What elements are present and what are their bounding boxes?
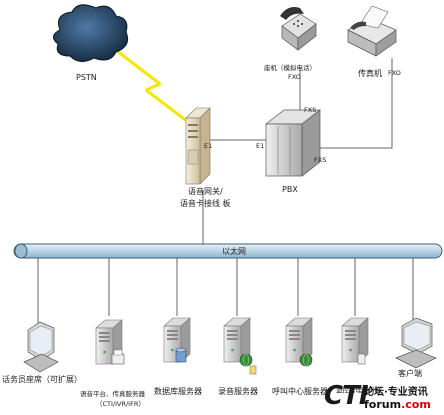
ethernet-bus	[13, 243, 443, 259]
cloud-icon	[53, 4, 129, 62]
cti-label: 呼叫中心服务器	[272, 386, 328, 396]
globe-icon	[239, 353, 257, 375]
workstation-icon	[395, 317, 437, 369]
globe-icon	[299, 353, 313, 367]
telephone-icon	[357, 353, 366, 365]
db-label: 数据库服务器	[154, 386, 202, 396]
ivr-label-2: （CTI/IVR/IFR）	[96, 400, 145, 408]
watermark-logo: CTI 论坛·专业资讯 forum.com	[324, 381, 442, 413]
watermark-domain-suffix: .com	[401, 398, 431, 411]
telephone-icon	[280, 7, 317, 51]
ethernet-label: 以太网	[222, 246, 246, 256]
watermark-domain-prefix: forum	[364, 398, 402, 411]
agent-label: 话务员座席（可扩展）	[2, 374, 82, 384]
gateway-server-icon	[185, 107, 211, 185]
gateway-label-2: 语音卡接线 板	[180, 198, 231, 208]
pbx-icon	[264, 109, 322, 177]
rec-label: 录音服务器	[218, 386, 258, 396]
lightning-link	[107, 42, 197, 130]
watermark-domain: forum.com	[364, 398, 431, 411]
phone-label: 座机（模拟电话）	[264, 63, 316, 72]
database-icon	[175, 347, 187, 363]
watermark-slogan: 论坛·专业资讯	[364, 387, 428, 398]
client-label: 客户端	[398, 368, 422, 378]
e1-right-label: E1	[256, 142, 264, 150]
watermark-brand: CTI	[324, 381, 368, 411]
workstation-icon	[23, 321, 59, 373]
connection-lines	[37, 58, 414, 324]
fxs-top-label: FXS	[304, 106, 316, 114]
fxo-fax-label: FXO	[388, 69, 401, 77]
fax-icon	[111, 349, 125, 365]
pbx-label: PBX	[282, 185, 298, 194]
fxs-right-label: FXS	[314, 156, 326, 164]
gateway-label-1: 语音网关/	[188, 186, 223, 196]
e1-left-label: E1	[204, 142, 212, 150]
pstn-label: PSTN	[76, 73, 97, 82]
fxo-phone-label: FXO	[288, 73, 301, 81]
fax-icon	[347, 5, 397, 57]
fax-label: 传真机	[358, 68, 382, 78]
mon-label: 监控管理服务器	[336, 385, 382, 394]
ivr-label-1: 语音平台、传真服务器	[80, 389, 146, 398]
